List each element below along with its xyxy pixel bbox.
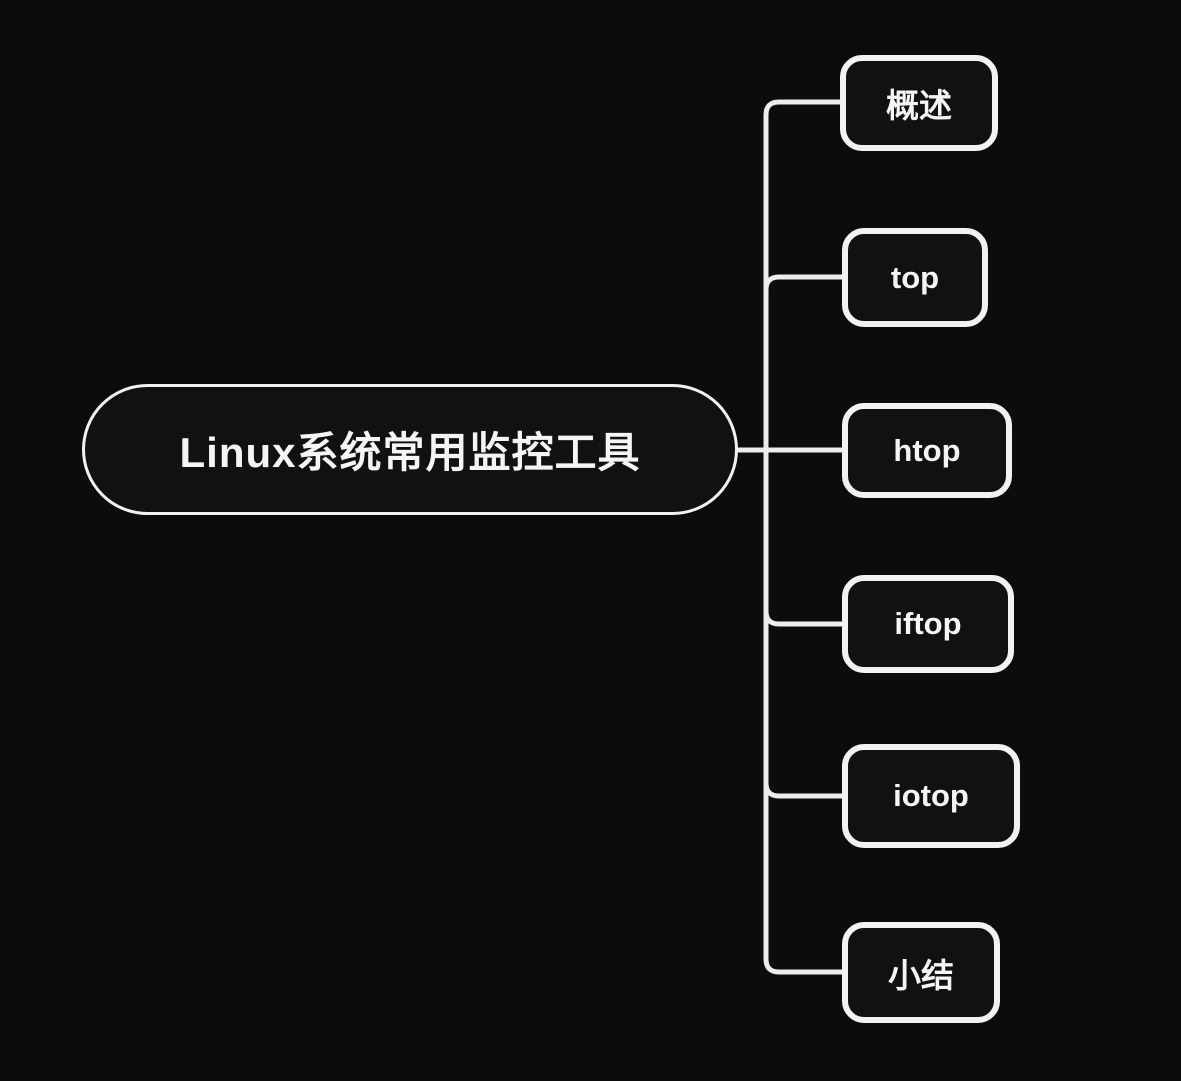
- child-node-iotop[interactable]: iotop: [842, 744, 1020, 848]
- root-node-linux-monitoring-tools[interactable]: Linux系统常用监控工具: [82, 384, 738, 515]
- child-node-label: htop: [893, 432, 961, 468]
- connector-top: [763, 274, 846, 453]
- connector-overview: [763, 99, 844, 453]
- child-node-label: top: [890, 259, 940, 295]
- child-node-top[interactable]: top: [842, 228, 988, 327]
- child-node-htop[interactable]: htop: [842, 403, 1012, 498]
- child-node-overview[interactable]: 概述: [840, 55, 998, 151]
- connector-iftop: [763, 447, 846, 627]
- child-node-label: iftop: [894, 606, 962, 641]
- child-node-iftop[interactable]: iftop: [842, 575, 1014, 673]
- root-node-label: Linux系统常用监控工具: [179, 429, 641, 476]
- child-node-label: iotop: [893, 778, 969, 813]
- child-node-summary[interactable]: 小结: [842, 922, 1000, 1023]
- child-node-label: 概述: [886, 87, 952, 124]
- child-node-label: 小结: [888, 956, 954, 994]
- connector-summary: [763, 447, 846, 975]
